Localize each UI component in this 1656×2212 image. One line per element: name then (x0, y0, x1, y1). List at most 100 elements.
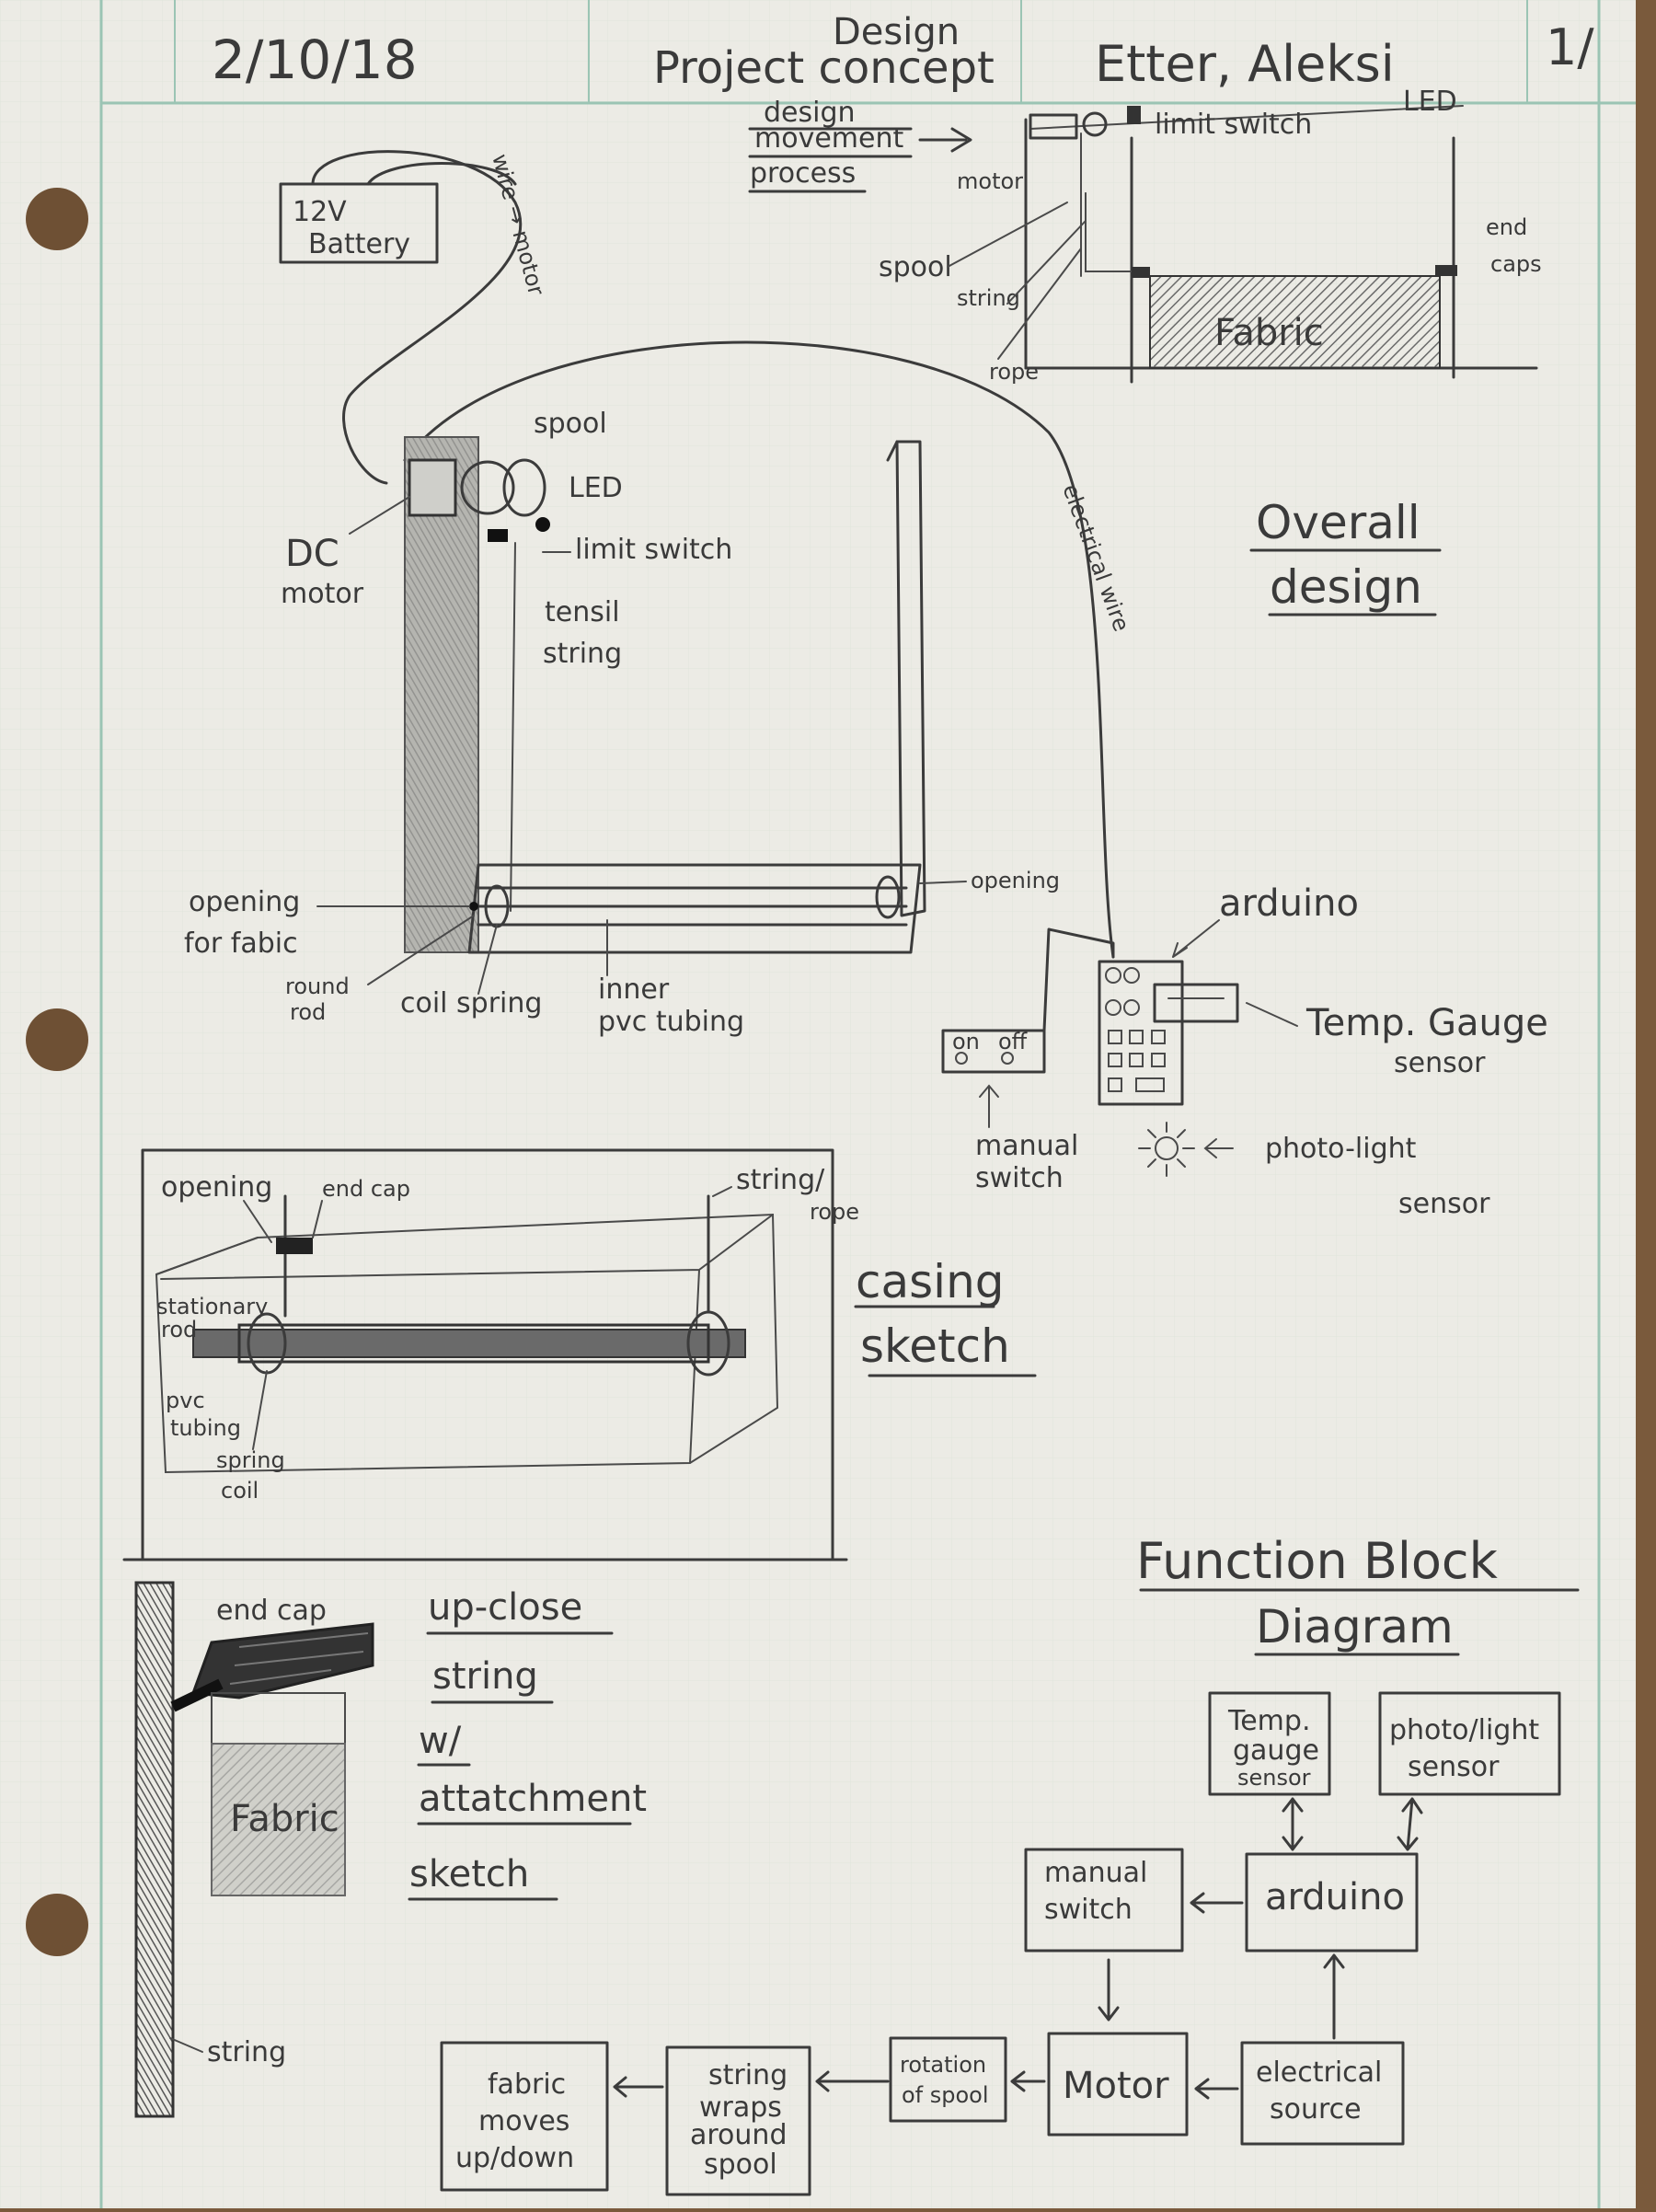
fbd-fabric-line2: moves (478, 2105, 569, 2137)
movement-spool-label: spool (879, 251, 952, 283)
upclose-end-cap-label: end cap (216, 1595, 327, 1627)
fbd-arduino-block (1245, 1852, 1419, 1953)
round-rod-label-2: rod (290, 999, 326, 1025)
pvc-tubing-label-1: pvc (166, 1388, 205, 1413)
movement-led-label: LED (1403, 86, 1457, 118)
switch-off-label: off (998, 1029, 1028, 1054)
fbd-manual-switch-block (1024, 1848, 1184, 1953)
manual-switch-label-2: switch (975, 1162, 1064, 1194)
opening-for-fabric-label-2: for fabic (184, 927, 298, 960)
switch-on-label: on (952, 1029, 980, 1054)
dc-motor-label-1: DC (285, 533, 339, 575)
movement-process-label-2: movement (754, 122, 903, 155)
upclose-sketch: end cap Fabric string up-close string w/… (134, 1581, 647, 2118)
fbd-heading-1: Function Block (1136, 1532, 1499, 1590)
movement-end-caps-label-1: end (1486, 214, 1527, 240)
manual-switch-label-1: manual (975, 1130, 1078, 1162)
fbd-arrows (613, 1797, 1423, 2100)
overall-led-label: LED (569, 472, 623, 504)
fbd-electrical-line2: source (1270, 2093, 1362, 2126)
round-rod-label-1: round (285, 974, 350, 999)
function-block-diagram: Function Block Diagram Temp. gauge senso… (440, 1532, 1580, 2196)
fbd-manual-line1: manual (1044, 1857, 1147, 1889)
fbd-temp-line2: gauge (1233, 1734, 1319, 1767)
fbd-photo-sensor-block (1378, 1691, 1561, 1796)
fbd-string-wraps-block (665, 2045, 811, 2196)
stationary-rod-label-2: rod (161, 1317, 197, 1342)
fbd-manual-line2: switch (1044, 1894, 1133, 1926)
inner-pvc-label-1: inner (598, 974, 670, 1006)
fbd-string-line4: spool (704, 2149, 777, 2181)
casing-heading-2: sketch (860, 1319, 1010, 1373)
overall-design-heading-2: design (1270, 560, 1422, 614)
binder-hole (26, 1894, 88, 1956)
upclose-string-label: string (207, 2036, 286, 2068)
movement-process-label-3: process (750, 157, 856, 190)
fbd-string-line1: string (708, 2059, 788, 2091)
fbd-fabric-line1: fabric (488, 2068, 566, 2101)
upclose-fabric-label: Fabric (230, 1798, 339, 1840)
temp-gauge-label-1: Temp. Gauge (1305, 1002, 1548, 1044)
battery-label-2: Battery (308, 228, 410, 260)
inner-pvc-label-2: pvc tubing (598, 1006, 744, 1038)
movement-motor-label: motor (957, 168, 1023, 194)
fbd-string-line2: wraps (699, 2091, 782, 2124)
photo-sensor-arrow-icon (1203, 1138, 1234, 1158)
fbd-motor-label: Motor (1063, 2065, 1169, 2107)
overall-design-heading-1: Overall (1256, 496, 1420, 549)
casing-opening-label: opening (161, 1171, 272, 1204)
sun-icon (1138, 1122, 1195, 1177)
fbd-photo-line2: sensor (1408, 1751, 1500, 1783)
manual-switch-box (941, 1029, 1046, 1074)
upclose-heading-4: attatchment (419, 1778, 647, 1820)
fbd-fabric-line3: up/down (455, 2142, 574, 2174)
fbd-temp-gauge-block (1208, 1691, 1331, 1796)
upclose-heading-1: up-close (428, 1586, 582, 1629)
header-page-number: 1/ (1546, 18, 1594, 76)
upclose-heading-3: w/ (419, 1720, 462, 1762)
overall-limit-switch-label: limit switch (575, 534, 732, 566)
movement-sketch: design movement process Fabric limit swi… (748, 86, 1542, 385)
binder-hole (26, 188, 88, 250)
manual-switch-arrow-icon (979, 1084, 999, 1128)
fbd-rotation-block (889, 2036, 1007, 2123)
casing-end-cap-label: end cap (322, 1176, 410, 1202)
overall-spool-label: spool (534, 408, 607, 440)
fbd-rotation-line1: rotation (900, 2052, 986, 2078)
movement-limit-switch-label: limit switch (1155, 109, 1312, 141)
casing-string-rope-label-2: rope (810, 1199, 859, 1225)
movement-process-label-1: design (764, 97, 856, 129)
fbd-fabric-moves-block (440, 2041, 609, 2192)
photo-light-label-2: sensor (1398, 1188, 1490, 1220)
movement-end-caps-label-2: caps (1490, 251, 1542, 277)
fbd-motor-block (1047, 2032, 1189, 2137)
movement-string-label: string (957, 285, 1020, 311)
opening-label: opening (971, 868, 1060, 893)
header-title-line1: Design (833, 11, 960, 53)
fbd-string-line3: around (690, 2119, 787, 2151)
temp-gauge-sensor (1153, 983, 1239, 1023)
photo-light-label-1: photo-light (1265, 1133, 1417, 1165)
battery (279, 182, 439, 264)
stationary-rod-label-1: stationary (156, 1294, 268, 1319)
movement-fabric-label: Fabric (1214, 312, 1324, 354)
opening-for-fabric-label-1: opening (189, 886, 300, 918)
tensil-label-1: tensil (545, 596, 620, 628)
fbd-temp-line1: Temp. (1227, 1705, 1311, 1737)
overall-arduino-label: arduino (1219, 882, 1359, 925)
fbd-temp-line3: sensor (1237, 1765, 1311, 1791)
casing-sketch: opening end cap string/ rope stationary … (122, 1148, 1037, 1561)
upclose-heading-5: sketch (409, 1853, 529, 1895)
upclose-heading-2: string (432, 1655, 538, 1698)
binder-hole (26, 1008, 88, 1071)
fbd-rotation-line2: of spool (902, 2082, 989, 2108)
movement-fabric (1149, 275, 1441, 369)
spool (460, 460, 515, 515)
spring-coil-label-1: spring (216, 1447, 285, 1473)
spring-coil-label-2: coil (221, 1478, 259, 1503)
dc-motor-label-2: motor (281, 578, 364, 610)
movement-arrow-icon (918, 127, 972, 153)
casing-string-rope-label-1: string/ (736, 1164, 825, 1196)
